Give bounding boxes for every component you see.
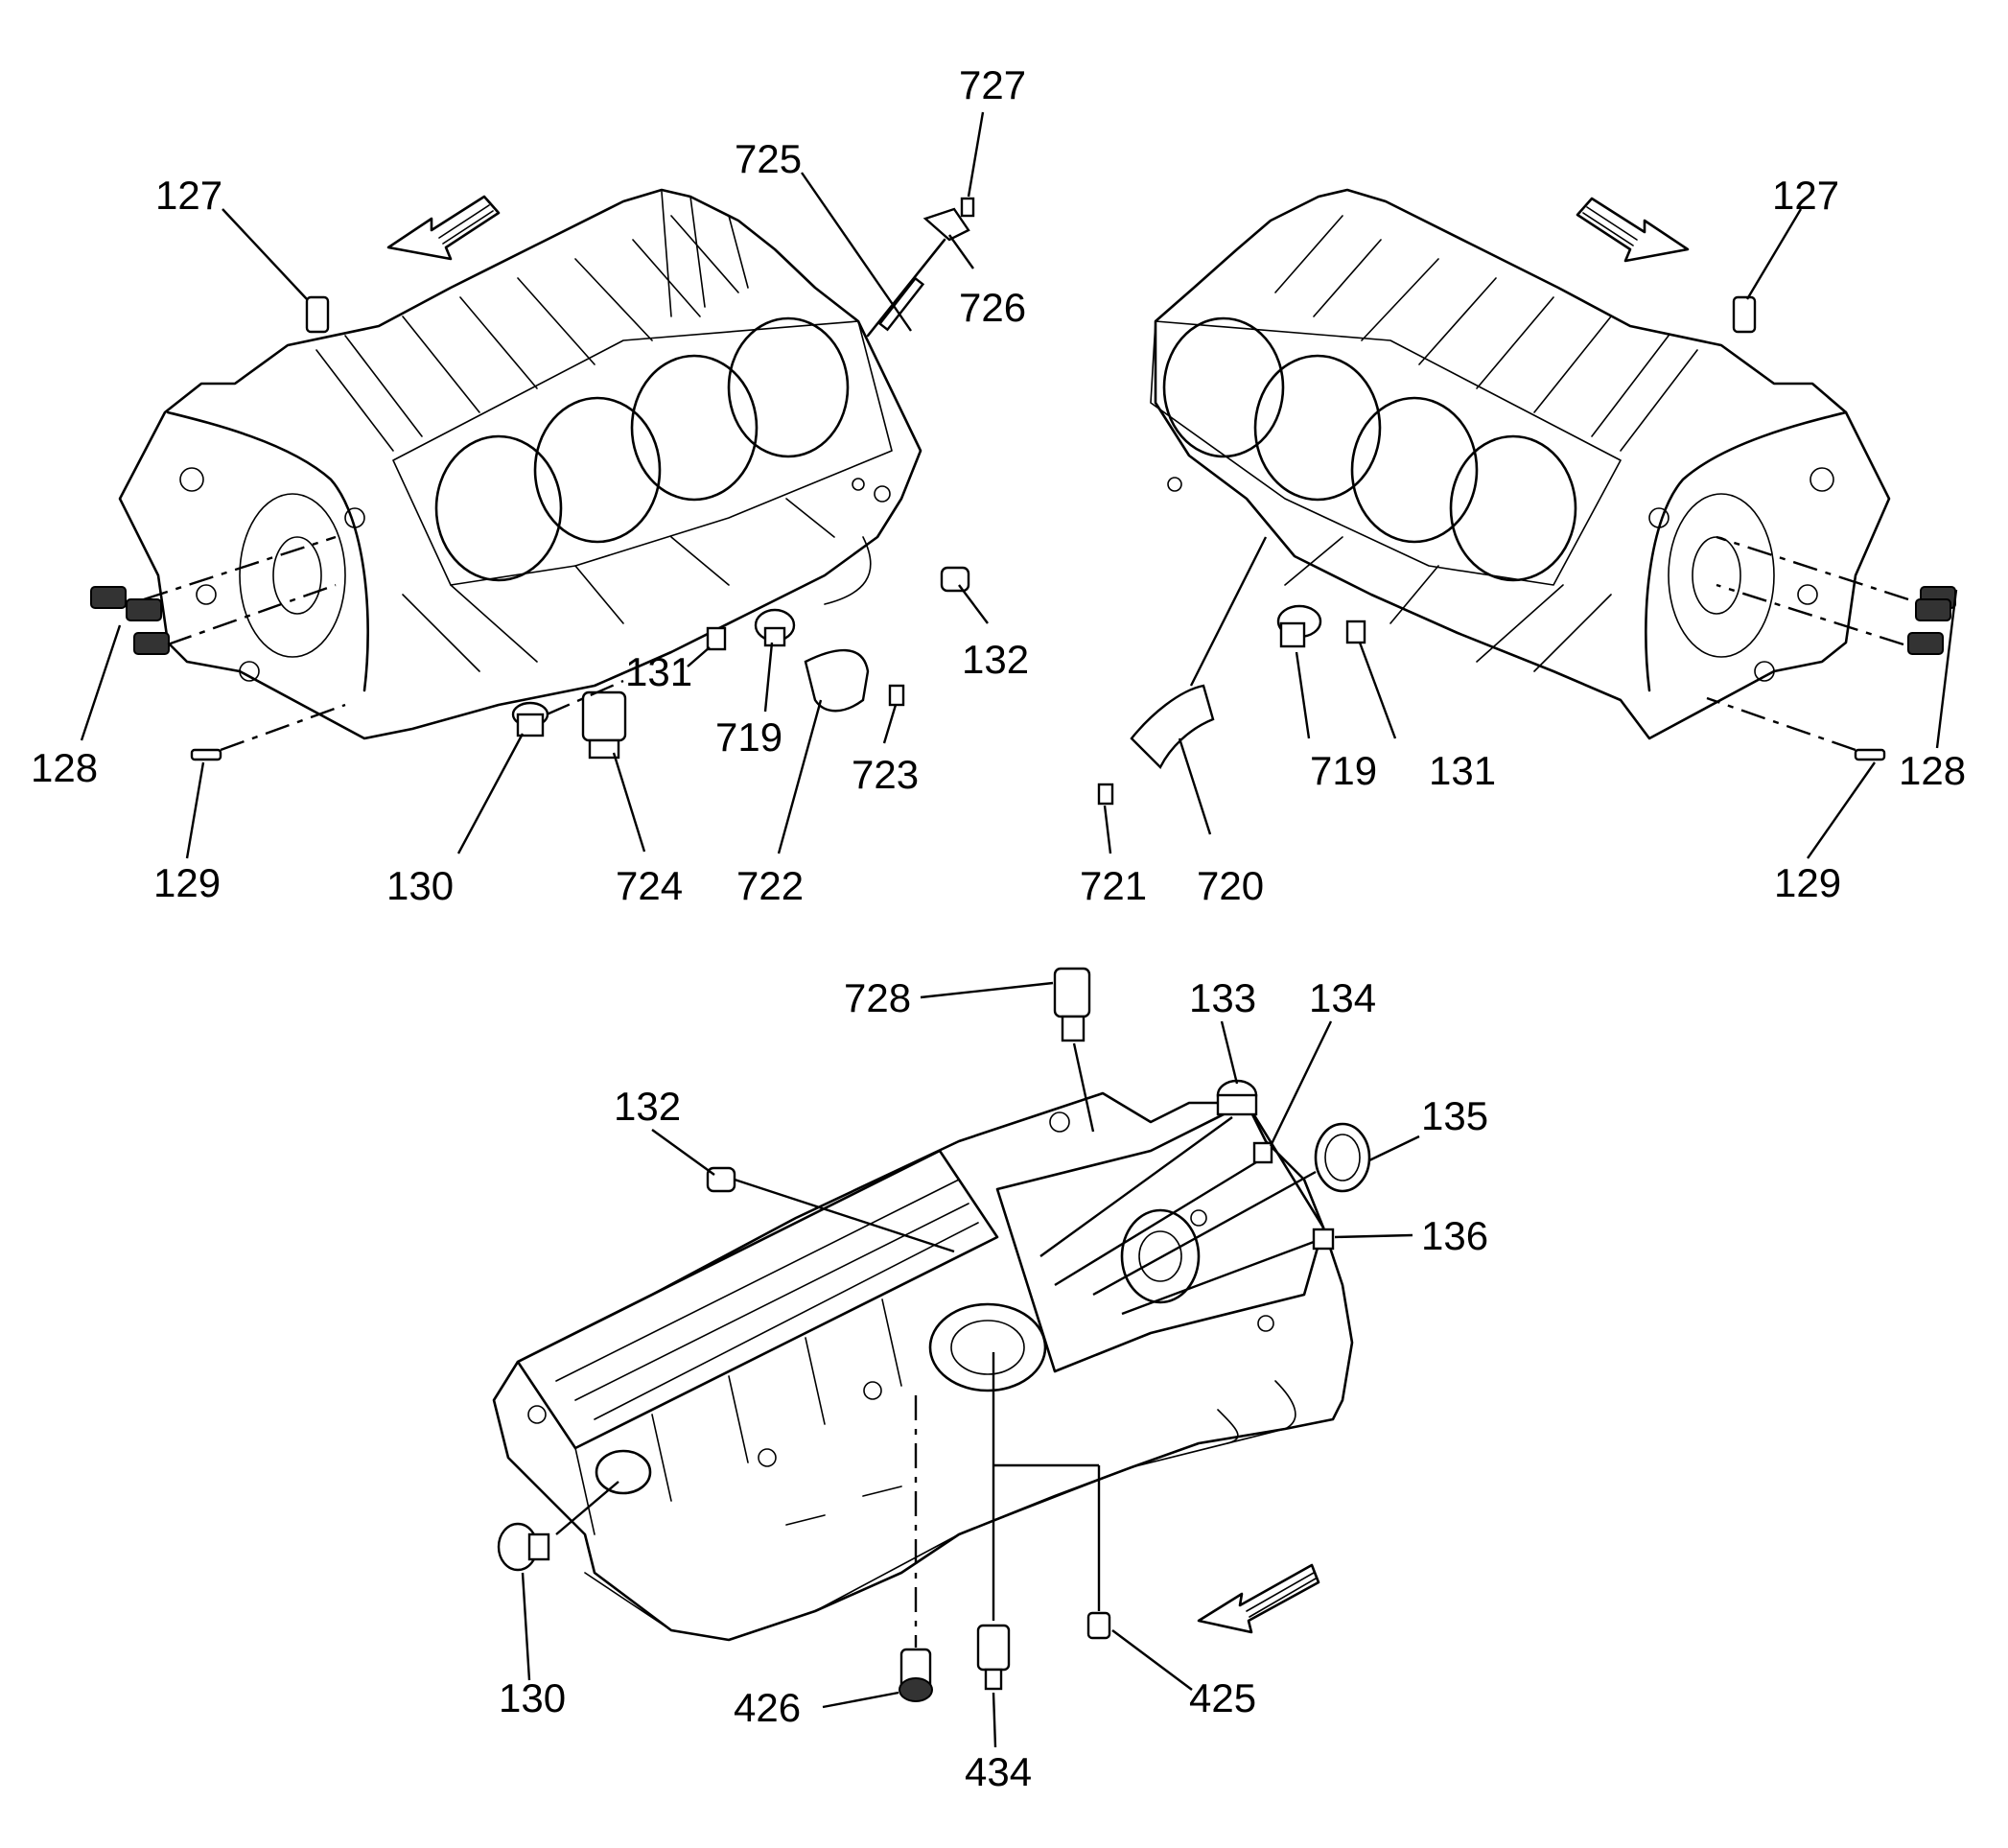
- cylinder-bore: [1449, 434, 1577, 582]
- callout-128: 128: [31, 745, 98, 790]
- plug-426: [899, 1648, 933, 1702]
- plug-134: [1252, 1141, 1273, 1164]
- callout-724: 724: [616, 863, 683, 908]
- bolt-131: [1345, 620, 1366, 644]
- plug-130: [511, 701, 549, 737]
- cylinder-bore: [434, 434, 563, 582]
- left-side-block-view: 127 725 727 726 128 129 130 724 722 131 …: [31, 62, 1029, 908]
- oil-gallery-plug-127: [305, 295, 330, 334]
- engine-block-bottom: [492, 1091, 1354, 1642]
- callout-723: 723: [852, 752, 919, 797]
- shield-720: [1130, 684, 1215, 770]
- sensor-725: [866, 238, 946, 338]
- bottom-block-view: 728 133 134 132 135 136 130 426 434 425: [492, 967, 1488, 1794]
- plug-136: [1312, 1228, 1335, 1251]
- callout-129: 129: [153, 860, 221, 905]
- callout-426: 426: [734, 1685, 801, 1730]
- callout-720: 720: [1197, 863, 1264, 908]
- cylinder-bore: [533, 396, 662, 544]
- engine-block-right: [1150, 188, 1891, 740]
- cylinder-bore: [727, 316, 850, 458]
- dowel-pin-129: [1854, 748, 1886, 761]
- callout-135: 135: [1421, 1093, 1488, 1138]
- callout-721: 721: [1080, 863, 1147, 908]
- plug-133: [1216, 1079, 1258, 1116]
- callout-132: 132: [614, 1084, 681, 1129]
- callout-726: 726: [959, 285, 1026, 330]
- callout-130: 130: [499, 1675, 566, 1720]
- dowel-pin-129: [190, 748, 222, 761]
- plug-128: [90, 586, 170, 655]
- cylinder-bore: [1162, 316, 1285, 458]
- callout-127: 127: [155, 173, 222, 218]
- callout-136: 136: [1421, 1213, 1488, 1258]
- callout-725: 725: [735, 136, 802, 181]
- callout-131: 131: [625, 649, 692, 694]
- callout-131: 131: [1429, 748, 1496, 793]
- callout-727: 727: [959, 62, 1026, 107]
- callout-434: 434: [965, 1749, 1032, 1794]
- right-side-block-view: 127 128 129 131 719 720 721: [1080, 173, 1966, 908]
- bolt-131: [706, 626, 727, 651]
- direction-arrow: [1197, 1563, 1320, 1634]
- cylinder-bore: [630, 354, 759, 502]
- plug-425: [1086, 1611, 1111, 1640]
- bolt-723: [888, 684, 905, 707]
- sensor-719: [1276, 604, 1322, 648]
- callout-130: 130: [386, 863, 454, 908]
- bolt-721: [1097, 783, 1114, 806]
- cylinder-bore: [1253, 354, 1382, 502]
- plug-130: [497, 1522, 550, 1572]
- callout-133: 133: [1189, 975, 1256, 1020]
- engine-block-left: [118, 188, 922, 740]
- plug-128: [1907, 586, 1956, 655]
- callout-728: 728: [844, 975, 911, 1020]
- callout-129: 129: [1774, 860, 1841, 905]
- bracket-726: [922, 207, 970, 242]
- callout-128: 128: [1899, 748, 1966, 793]
- knock-sensor-724: [581, 690, 627, 760]
- callout-132: 132: [962, 637, 1029, 682]
- plug-132: [940, 566, 970, 593]
- callout-722: 722: [736, 863, 804, 908]
- sensor-434: [976, 1624, 1011, 1691]
- sensor-719: [754, 608, 796, 647]
- callout-719: 719: [1310, 748, 1377, 793]
- direction-arrow: [1576, 197, 1690, 263]
- callout-134: 134: [1309, 975, 1376, 1020]
- oil-pressure-sensor-728: [1053, 967, 1091, 1042]
- oil-gallery-plug-127: [1732, 295, 1757, 334]
- callout-425: 425: [1189, 1675, 1256, 1720]
- seal-135: [1314, 1122, 1371, 1193]
- cylinder-bore: [1350, 396, 1479, 544]
- bolt-727: [960, 197, 975, 218]
- callout-127: 127: [1772, 173, 1839, 218]
- callout-719: 719: [715, 714, 782, 760]
- direction-arrow: [386, 195, 501, 261]
- shield-722: [804, 648, 870, 713]
